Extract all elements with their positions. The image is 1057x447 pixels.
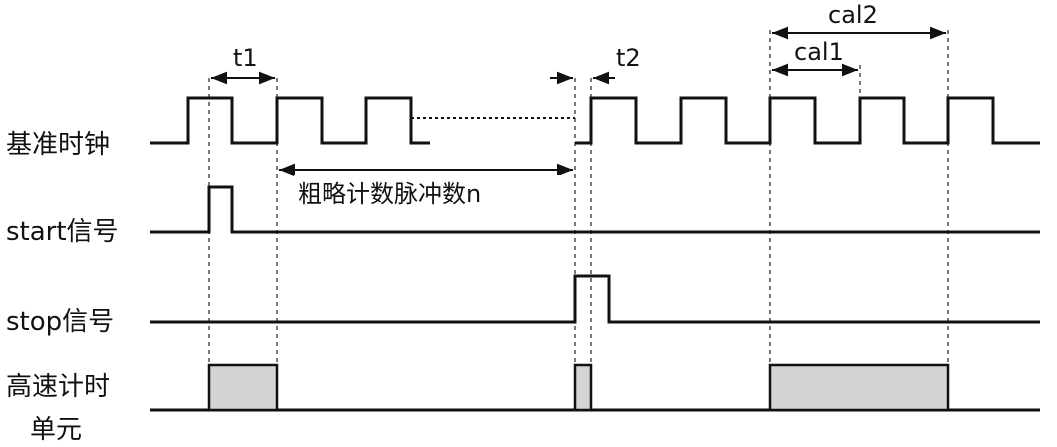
timing-unit-pulse-t1 bbox=[207, 363, 279, 412]
coarse-count-label: 粗略计数脉冲数n bbox=[298, 180, 481, 208]
timing-unit-label-line2: 单元 bbox=[30, 415, 82, 445]
stop-signal-label: stop信号 bbox=[6, 307, 114, 337]
t1-marker: t1 bbox=[211, 44, 275, 85]
clock-waveform-right bbox=[575, 96, 1040, 145]
t2-marker: t2 bbox=[550, 44, 641, 85]
cal2-marker: cal2 bbox=[772, 1, 946, 40]
timing-unit-label-line1: 高速计时 bbox=[6, 372, 110, 402]
cal1-marker: cal1 bbox=[772, 38, 858, 77]
t1-label: t1 bbox=[233, 44, 258, 72]
coarse-count-marker: 粗略计数脉冲数n bbox=[279, 163, 573, 209]
clock-waveform-left bbox=[150, 96, 430, 145]
start-signal-label: start信号 bbox=[6, 217, 119, 247]
guide-lines bbox=[208, 30, 949, 410]
cal1-label: cal1 bbox=[794, 38, 844, 66]
start-waveform bbox=[150, 185, 1040, 234]
timing-unit-pulse-cal bbox=[768, 363, 950, 412]
cal2-label: cal2 bbox=[828, 1, 878, 29]
clock-signal-label: 基准时钟 bbox=[6, 130, 110, 160]
stop-waveform bbox=[150, 274, 1040, 324]
t2-label: t2 bbox=[616, 44, 641, 72]
timing-unit-pulse-t2 bbox=[573, 363, 593, 412]
